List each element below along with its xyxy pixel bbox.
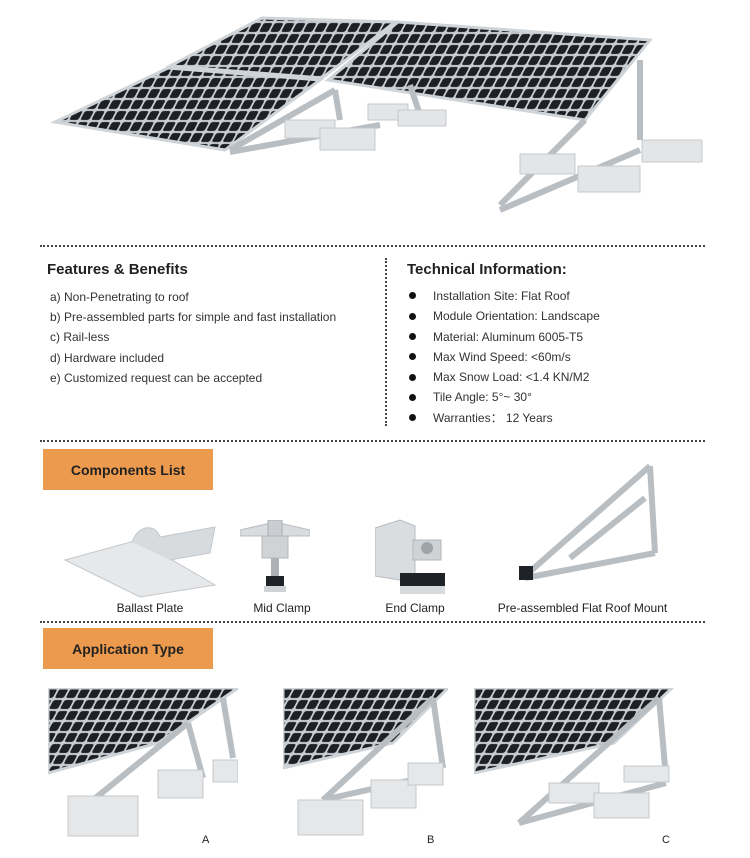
list-item: Installation Site: Flat Roof <box>409 286 600 306</box>
list-item: Warranties： 12 Years <box>409 408 600 428</box>
flat-roof-mount-icon <box>519 463 658 581</box>
list-item: Module Orientation: Landscape <box>409 306 600 326</box>
ballast-plate-icon <box>63 526 217 598</box>
components-heading: Components List <box>43 449 213 490</box>
bullet-icon <box>409 332 416 340</box>
component-label-ballast-plate: Ballast Plate <box>116 601 184 615</box>
divider-vertical <box>385 258 387 426</box>
list-item: Max Snow Load: <1.4 KN/M2 <box>409 367 600 387</box>
list-item: Tile Angle: 5°~ 30° <box>409 387 600 407</box>
list-item: d) Hardware included <box>50 350 165 365</box>
application-label-c: C <box>662 834 670 846</box>
list-item: c) Rail-less <box>50 330 110 345</box>
application-label-b: B <box>427 834 435 846</box>
divider-middle <box>40 440 705 442</box>
list-item: e) Customized request can be accepted <box>50 370 263 385</box>
list-item: Material: Aluminum 6005-T5 <box>409 327 600 347</box>
mid-clamp-icon <box>240 520 310 592</box>
divider-top <box>40 245 705 247</box>
component-label-flat-roof-mount: Pre-assembled Flat Roof Mount <box>497 601 668 615</box>
features-list: a) Non-Penetrating to roof b) Pre-assemb… <box>50 287 336 388</box>
component-label-mid-clamp: Mid Clamp <box>253 601 311 615</box>
divider-bottom <box>40 621 705 623</box>
bullet-icon <box>409 353 416 361</box>
application-heading: Application Type <box>43 628 213 669</box>
application-type-c-image <box>474 688 674 826</box>
bullet-icon <box>409 414 416 422</box>
bullet-icon <box>409 373 416 381</box>
end-clamp-icon <box>375 519 445 594</box>
application-label-a: A <box>202 834 210 846</box>
list-item: a) Non-Penetrating to roof <box>50 290 189 304</box>
features-title: Features & Benefits <box>47 261 188 278</box>
bullet-icon <box>409 312 416 320</box>
bullet-icon <box>409 292 416 300</box>
technical-list: Installation Site: Flat Roof Module Orie… <box>409 286 600 428</box>
application-type-b-image <box>283 688 448 836</box>
list-item: b) Pre-assembled parts for simple and fa… <box>50 310 337 325</box>
list-item: Max Wind Speed: <60m/s <box>409 347 600 367</box>
component-label-end-clamp: End Clamp <box>385 601 445 615</box>
technical-title: Technical Information: <box>407 261 567 278</box>
bullet-icon <box>409 393 416 401</box>
solar-array-illustration <box>50 16 703 213</box>
application-type-a-image <box>48 688 238 837</box>
